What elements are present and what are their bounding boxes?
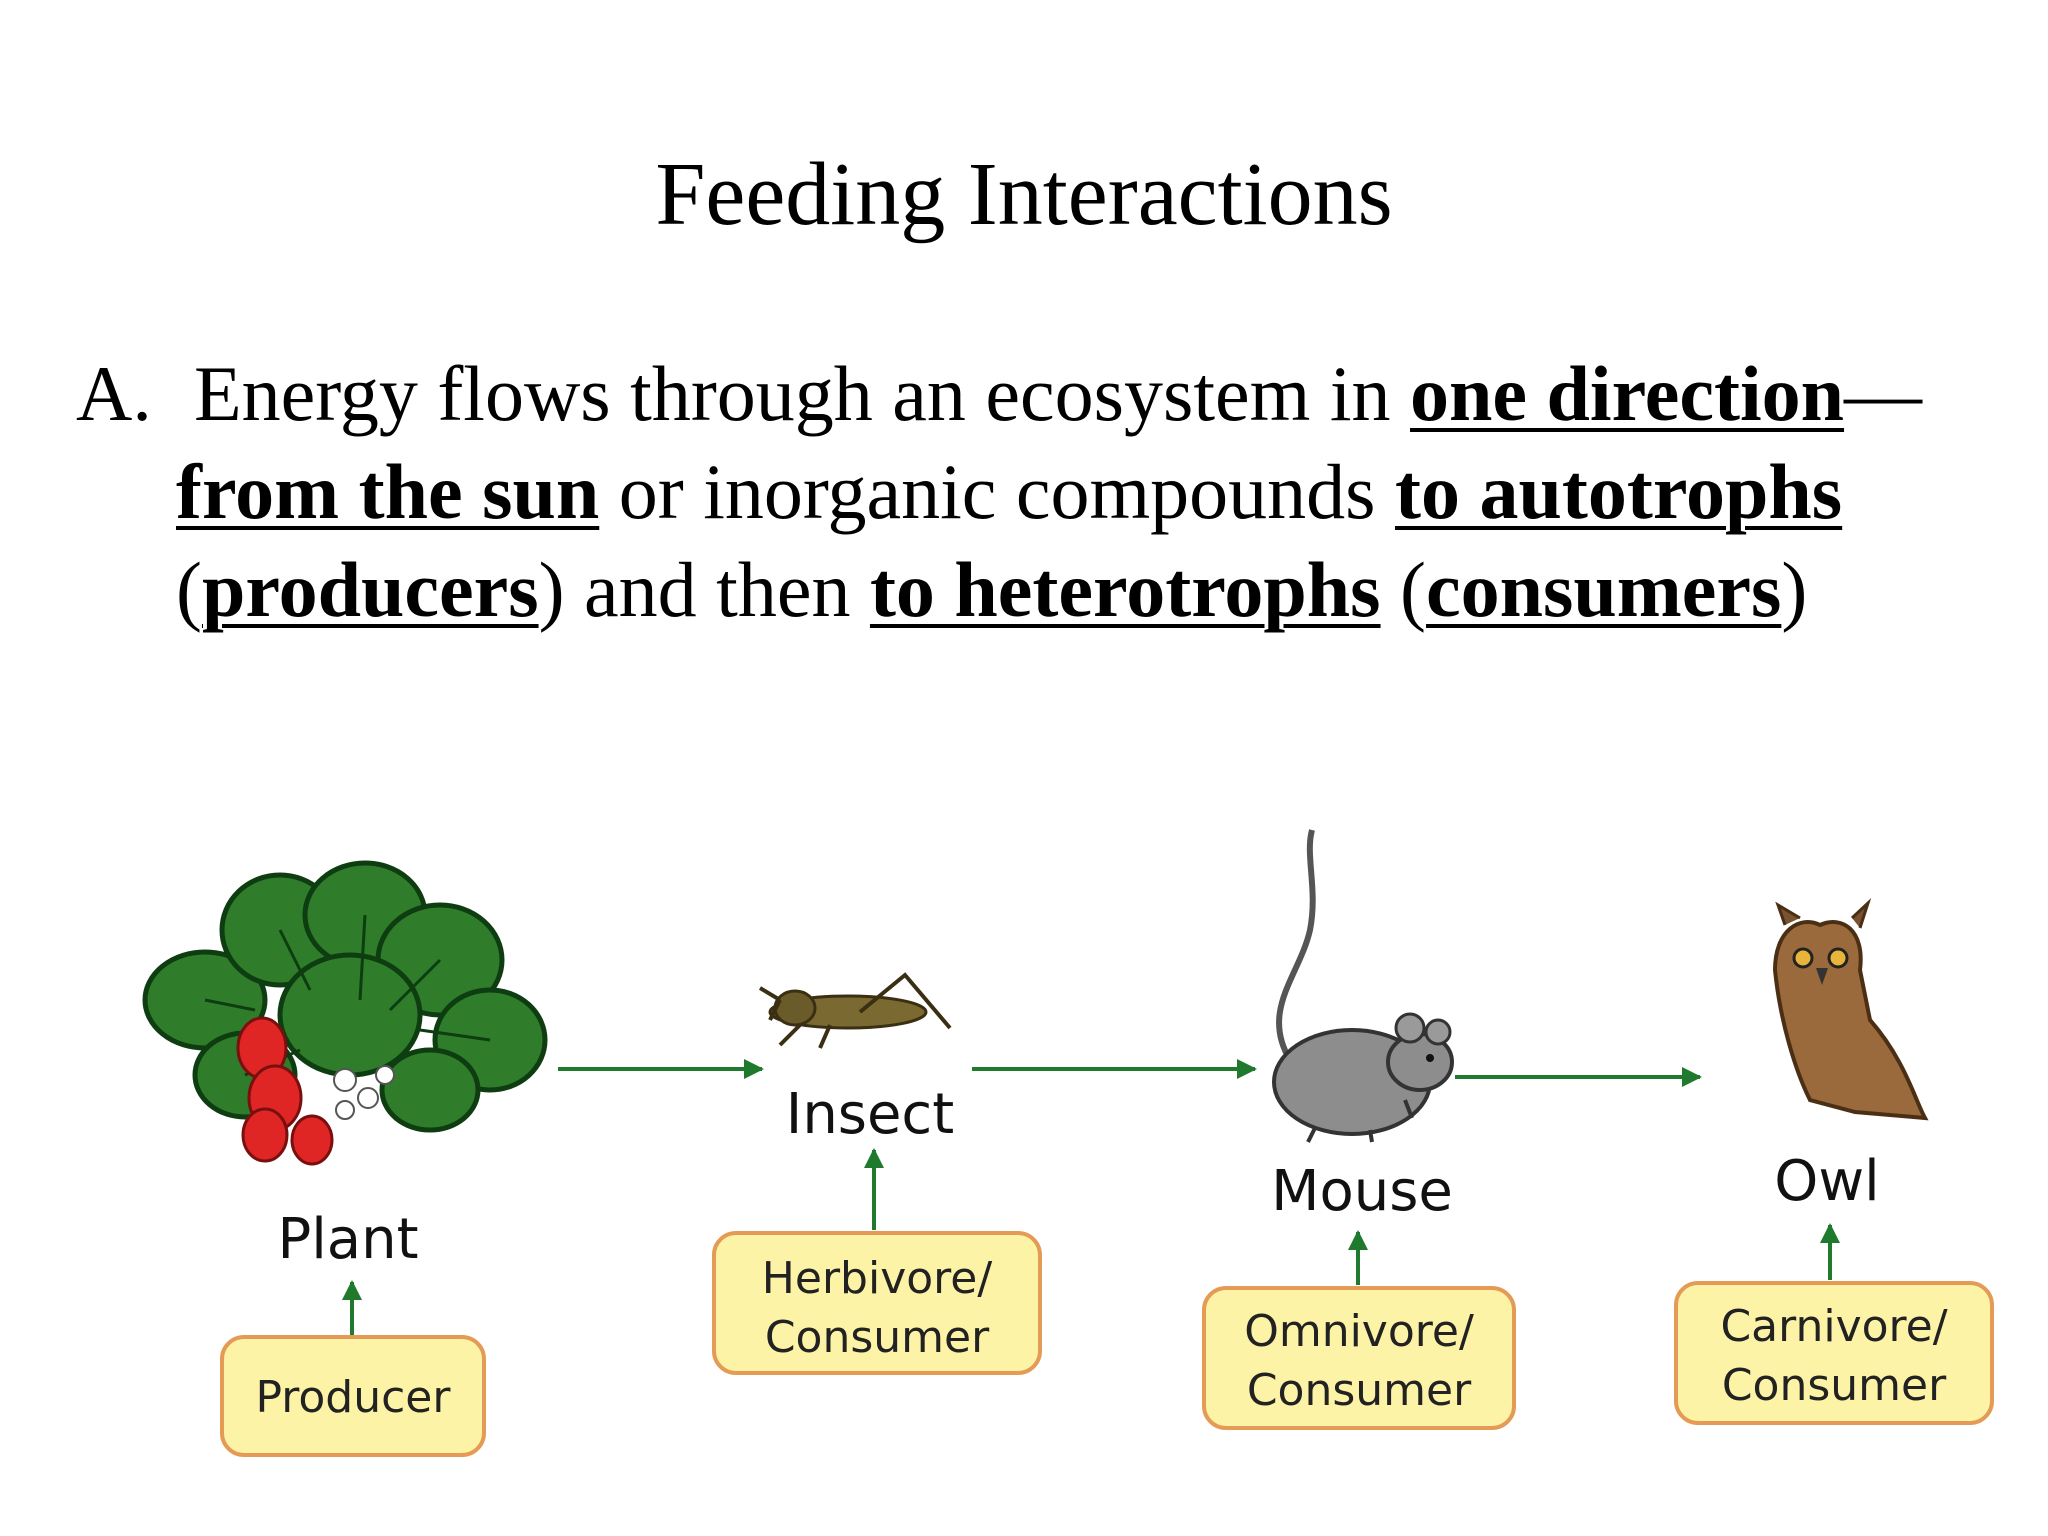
key-term: to heterotrophs — [869, 546, 1381, 633]
node-label-owl: Owl — [1774, 1149, 1879, 1214]
bullet-text: ) — [1781, 546, 1808, 633]
energy-flow-arrows — [558, 1059, 1702, 1087]
bullet-text: — — [1844, 350, 1923, 437]
slide-title: Feeding Interactions — [655, 145, 1393, 244]
role-arrows — [342, 1148, 1840, 1335]
bullet-text: ( — [176, 546, 202, 633]
role-label-line-2: Consumer — [765, 1312, 990, 1363]
node-label-insect: Insect — [786, 1082, 954, 1147]
node-label-mouse: Mouse — [1271, 1159, 1453, 1224]
mouse-icon — [1272, 829, 1454, 1143]
role-box-producer: Producer — [220, 1335, 486, 1457]
strawberry-plant-icon — [142, 860, 548, 1166]
key-term: consumers — [1426, 546, 1782, 633]
bullet-text: ) and then — [538, 546, 870, 633]
bullet-text: Energy flows through an ecosystem in — [194, 350, 1411, 437]
role-label-line-1: Omnivore/ — [1244, 1306, 1474, 1357]
grasshopper-icon — [758, 972, 952, 1049]
bullet-marker: A. — [76, 350, 152, 437]
role-label-line-1: Carnivore/ — [1720, 1301, 1947, 1352]
key-term: to autotrophs — [1395, 448, 1843, 535]
role-label: Producer — [256, 1372, 452, 1423]
node-label-plant: Plant — [277, 1207, 418, 1272]
role-label-line-2: Consumer — [1722, 1360, 1947, 1411]
bullet-text: or inorganic compounds — [599, 448, 1396, 535]
bullet-line-1: A. Energy flows through an ecosystem in o… — [76, 345, 2006, 443]
role-box-carnivore: Carnivore/ Consumer — [1674, 1281, 1994, 1425]
bullet-line-3: (producers) and then to heterotrophs (co… — [76, 541, 2006, 639]
owl-icon — [1772, 897, 1929, 1121]
key-term: one direction — [1410, 350, 1845, 437]
role-label-line-1: Herbivore/ — [762, 1253, 993, 1304]
role-box-omnivore: Omnivore/ Consumer — [1202, 1286, 1516, 1430]
bullet-line-2: from the sun or inorganic compounds to a… — [76, 443, 2006, 541]
key-term: from the sun — [176, 448, 600, 535]
bullet-point: A. Energy flows through an ecosystem in o… — [76, 345, 2006, 639]
bullet-text: ( — [1380, 546, 1427, 633]
role-box-herbivore: Herbivore/ Consumer — [712, 1231, 1042, 1375]
key-term: producers — [201, 546, 539, 633]
role-label-line-2: Consumer — [1247, 1365, 1472, 1416]
